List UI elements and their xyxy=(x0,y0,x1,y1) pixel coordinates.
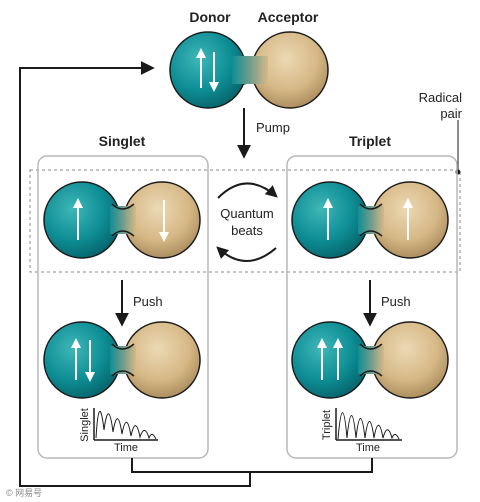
donor-sphere xyxy=(43,181,121,259)
radical-pair-label-line1: Radical xyxy=(419,90,462,105)
donor-sphere xyxy=(291,321,369,399)
triplet-pair-molecule xyxy=(291,181,449,259)
donor-sphere xyxy=(291,181,369,259)
radical-pair-band xyxy=(29,169,461,273)
plot-x-label: Time xyxy=(356,442,380,454)
plot-oscillation xyxy=(95,411,157,440)
singlet-pair-molecule xyxy=(43,181,201,259)
triplet-mini-plot: Triplet Time xyxy=(321,408,402,454)
top-molecule xyxy=(169,31,329,109)
spin-up-arrow-icon xyxy=(196,48,206,88)
quantum-beats-label-line2: beats xyxy=(231,223,263,238)
spin-down-arrow-icon xyxy=(85,340,95,382)
plot-y-label: Triplet xyxy=(321,410,333,440)
watermark: © 网易号 xyxy=(6,488,42,498)
donor-sphere xyxy=(43,321,121,399)
return-loop-arrow xyxy=(131,458,373,473)
singlet-product-molecule xyxy=(43,321,201,399)
return-loop-arrow-left xyxy=(19,61,251,487)
triplet-product-molecule xyxy=(291,321,449,399)
plot-x-label: Time xyxy=(114,442,138,454)
spin-up-arrow-icon xyxy=(333,338,343,380)
donor-label: Donor xyxy=(189,9,231,25)
singlet-title: Singlet xyxy=(99,133,146,149)
plot-y-label: Singlet xyxy=(79,408,91,442)
push-label-triplet: Push xyxy=(381,294,411,309)
push-label-singlet: Push xyxy=(133,294,163,309)
spin-up-arrow-icon xyxy=(317,338,327,380)
spin-up-arrow-icon xyxy=(323,198,333,240)
spin-up-arrow-icon xyxy=(71,338,81,380)
singlet-mini-plot: Singlet Time xyxy=(79,408,158,454)
pump-label: Pump xyxy=(256,120,290,135)
triplet-title: Triplet xyxy=(349,133,391,149)
spin-up-arrow-icon xyxy=(73,198,83,240)
quantum-beats-label-line1: Quantum xyxy=(220,206,273,221)
spin-up-arrow-icon xyxy=(403,198,413,240)
cycle-arrows-icon xyxy=(216,182,278,262)
singlet-frame xyxy=(37,155,209,459)
radical-pair-label-line2: pair xyxy=(440,106,462,121)
spin-down-arrow-icon xyxy=(209,52,219,92)
plot-oscillation xyxy=(337,412,400,440)
spin-down-arrow-icon xyxy=(159,200,169,242)
acceptor-label: Acceptor xyxy=(258,9,319,25)
